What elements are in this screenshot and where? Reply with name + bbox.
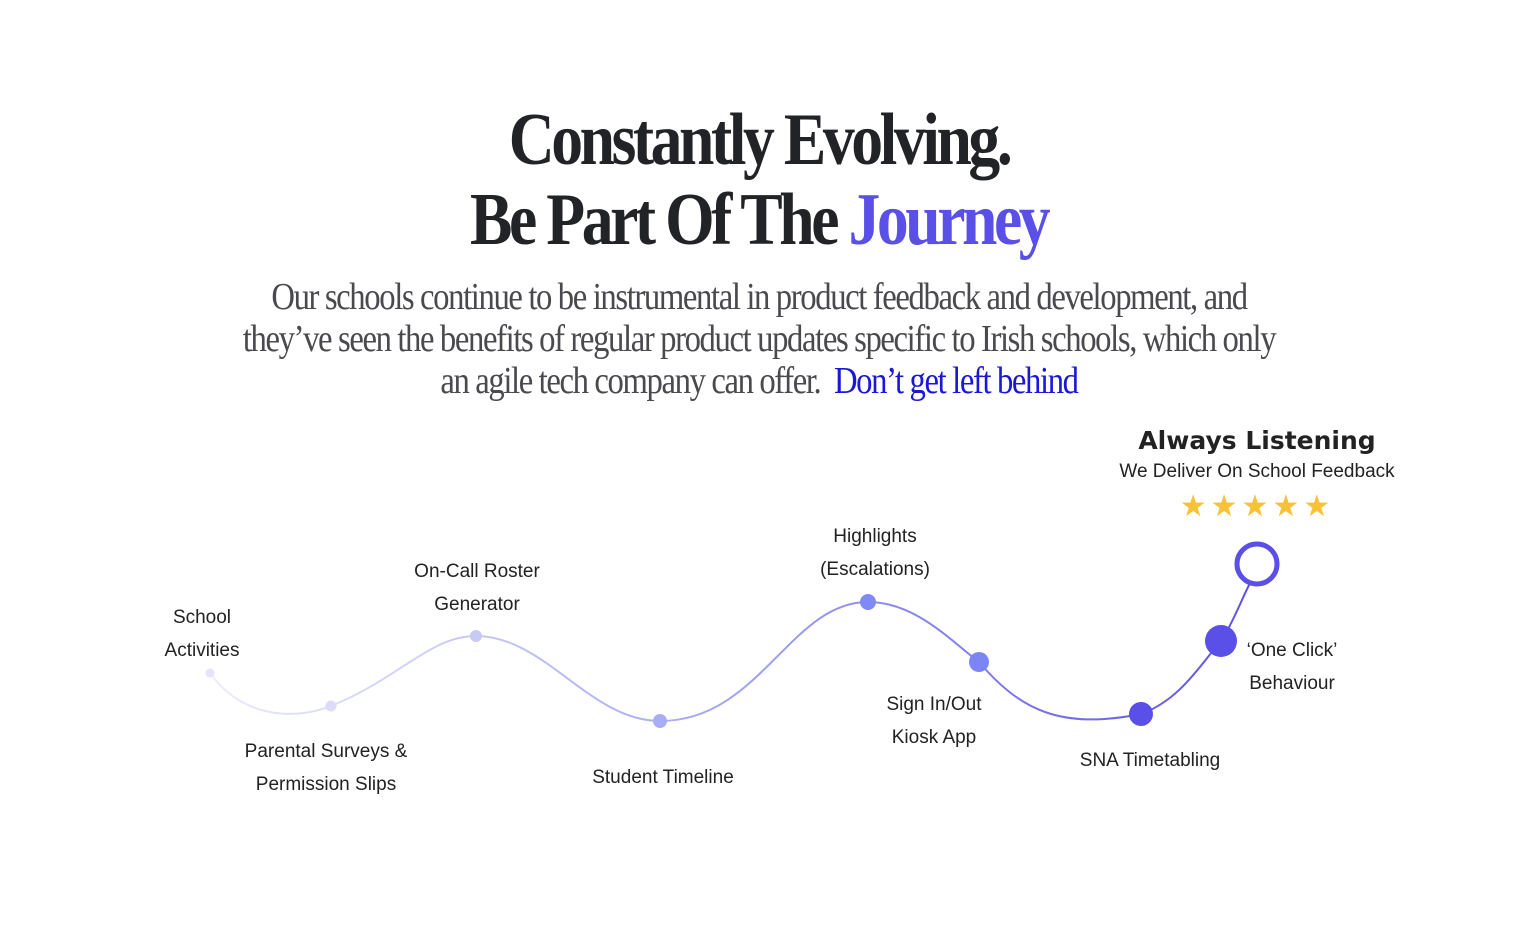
milestone-dot — [969, 652, 989, 672]
milestone-label: Parental Surveys &Permission Slips — [244, 741, 408, 795]
milestone-dot — [860, 594, 876, 610]
milestone-dot — [470, 630, 482, 642]
title-line-2: Be Part Of The — [470, 179, 839, 261]
milestone-dot — [653, 714, 667, 728]
milestone-label: SNA Timetabling — [1079, 750, 1221, 771]
five-star-rating-icon: ★★★★★ — [1179, 490, 1335, 523]
milestone-label: ‘One Click’Behaviour — [1246, 640, 1338, 694]
dont-get-left-behind-link[interactable]: Don’t get left behind — [833, 360, 1079, 402]
timeline-curve — [209, 579, 1253, 723]
always-listening-callout: Always Listening We Deliver On School Fe… — [1119, 426, 1394, 524]
callout-title: Always Listening — [1138, 426, 1376, 455]
intro-line-3: an agile tech company can offer. — [440, 360, 821, 402]
milestone-label: Highlights(Escalations) — [820, 526, 930, 580]
milestone-label: Student Timeline — [592, 767, 734, 788]
page-title: Constantly Evolving. — [0, 100, 1518, 180]
title-line-1: Constantly Evolving. — [508, 99, 1013, 181]
current-milestone-ring — [1234, 541, 1280, 587]
callout-subtitle: We Deliver On School Feedback — [1119, 461, 1395, 482]
milestone-dot — [205, 668, 215, 678]
intro-paragraph: Our schools continue to be instrumental … — [0, 276, 1518, 402]
intro-line-2: they’ve seen the benefits of regular pro… — [242, 318, 1277, 360]
title-accent-word: Journey — [848, 179, 1051, 261]
milestone-dot — [1205, 625, 1237, 657]
milestone-dot — [1129, 702, 1153, 726]
intro-line-1: Our schools continue to be instrumental … — [271, 276, 1248, 318]
page-title-line-2: Be Part Of The Journey — [0, 180, 1518, 260]
milestone-dot — [325, 700, 337, 712]
